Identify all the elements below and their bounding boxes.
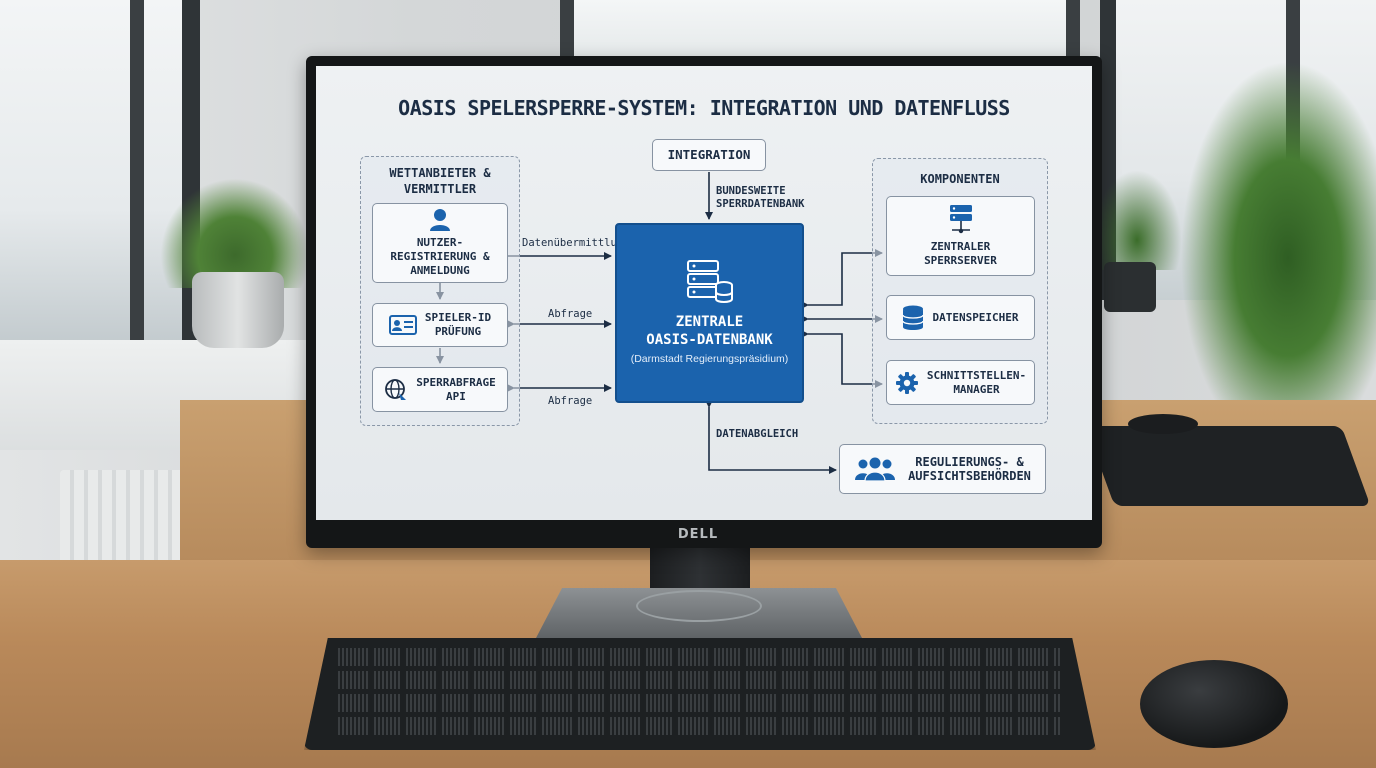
plant-pot-left	[192, 272, 284, 348]
plant-right	[1180, 60, 1376, 420]
interface-manager-label: SCHNITTSTELLEN- MANAGER	[926, 368, 1027, 396]
data-storage-label: DATENSPEICHER	[932, 310, 1019, 324]
integration-label: INTEGRATION	[667, 147, 751, 162]
query-api-label: SPERRABFRAGE API	[416, 375, 496, 403]
authorities-label: REGULIERUNGS- & AUFSICHTSBEHÖRDEN	[908, 455, 1031, 483]
user-icon	[430, 209, 450, 231]
id-card-icon	[388, 315, 417, 335]
keyboard-background	[1085, 426, 1371, 506]
dell-logo: DELL	[677, 527, 719, 542]
flow-label-transfer: Datenübermittlung	[522, 237, 630, 249]
registration-label: NUTZER- REGISTRIERUNG & ANMELDUNG	[390, 236, 490, 277]
flow-label-sync: DATENABGLEICH	[716, 428, 799, 440]
data-storage-box: DATENSPEICHER	[886, 295, 1035, 340]
people-group-icon	[855, 457, 896, 482]
window-frame	[130, 0, 144, 380]
mouse-background	[1128, 414, 1198, 434]
keyboard	[304, 638, 1096, 750]
diagram-title: OASIS SPELERSPERRE-SYSTEM: INTEGRATION U…	[398, 96, 1010, 120]
central-subtitle: (Darmstadt Regierungspräsidium)	[630, 353, 789, 365]
plant-right-small	[1092, 170, 1182, 270]
left-group-title: WETTANBIETER & VERMITTLER	[389, 166, 491, 196]
integration-box: INTEGRATION	[652, 139, 766, 171]
arrow-central-to-interface	[801, 330, 883, 388]
server-icon	[949, 205, 972, 234]
player-id-label: SPIELER-ID PRÜFUNG	[424, 311, 492, 338]
authorities-box: REGULIERUNGS- & AUFSICHTSBEHÖRDEN	[839, 444, 1046, 494]
registration-box: NUTZER- REGISTRIERUNG & ANMELDUNG	[372, 203, 508, 283]
database-icon	[902, 305, 925, 330]
gear-icon	[895, 371, 918, 394]
keyboard-keys	[338, 648, 1062, 740]
player-id-box: SPIELER-ID PRÜFUNG	[372, 303, 508, 347]
interface-manager-box: SCHNITTSTELLEN- MANAGER	[886, 360, 1035, 405]
monitor-stand-ring	[636, 590, 762, 622]
background-window-top	[560, 0, 1080, 60]
monitor-screen: OASIS SPELERSPERRE-SYSTEM: INTEGRATION U…	[316, 66, 1092, 520]
arrow-central-to-authorities	[705, 400, 837, 474]
query-api-box: SPERRABFRAGE API	[372, 367, 508, 412]
central-title: ZENTRALE OASIS-DATENBANK	[646, 314, 773, 348]
plant-pot-right	[1104, 262, 1156, 312]
database-server-icon	[686, 260, 733, 303]
globe-icon	[385, 378, 407, 400]
integration-connector-label: BUNDESWEITE SPERRDATENBANK	[716, 185, 805, 210]
flow-label-query-1: Abfrage	[548, 308, 593, 320]
right-group-title: KOMPONENTEN	[920, 172, 1000, 186]
plant-left	[160, 178, 310, 288]
central-database: ZENTRALE OASIS-DATENBANK (Darmstadt Regi…	[615, 223, 804, 403]
mouse	[1140, 660, 1288, 748]
central-server-label: ZENTRALER SPERRSERVER	[924, 240, 997, 267]
central-server-box: ZENTRALER SPERRSERVER	[886, 196, 1035, 276]
flow-label-query-2: Abfrage	[548, 395, 593, 407]
arrow-central-to-server	[801, 249, 883, 309]
